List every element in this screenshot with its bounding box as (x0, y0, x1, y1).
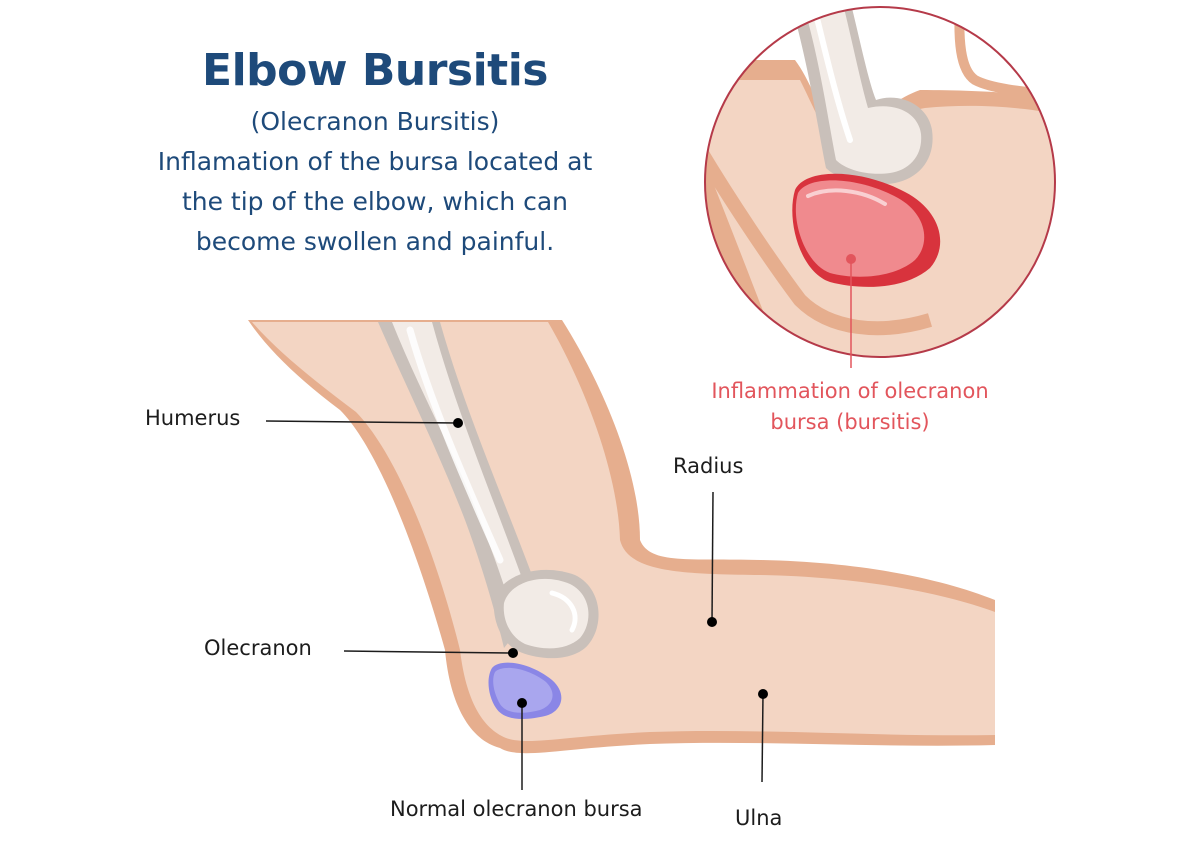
page-subtitle: (Olecranon Bursitis) (250, 107, 500, 136)
page-title: Elbow Bursitis (202, 45, 548, 96)
label-inflammation-line-1: Inflammation of olecranon (711, 379, 989, 403)
normal-bursa-fill (493, 667, 553, 713)
label-inflammation: Inflammation of olecranon bursa (bursiti… (690, 376, 1010, 438)
label-inflammation-line-2: bursa (bursitis) (770, 410, 930, 434)
inset-humerus-highlight (812, 7, 853, 143)
label-radius: Radius (673, 454, 744, 478)
description-line-3: become swollen and painful. (195, 227, 555, 256)
inset-corner-outline (954, 7, 1055, 100)
zoom-circle-border (704, 6, 1056, 358)
label-ulna: Ulna (735, 806, 783, 830)
label-olecranon: Olecranon (204, 636, 312, 660)
zoom-inset (704, 6, 1056, 368)
radius-dot (707, 617, 717, 627)
ulna-dot (758, 689, 768, 699)
inflamed-bursa-fill (795, 180, 925, 277)
olecranon-leader (343, 650, 514, 654)
olecranon-dot (508, 648, 518, 658)
condyle-highlight (549, 590, 578, 633)
description-line-2: the tip of the elbow, which can (181, 187, 569, 216)
label-normal-bursa: Normal olecranon bursa (390, 797, 643, 821)
humerus-dot (453, 418, 463, 428)
inflamed-bursa-highlight (806, 188, 887, 206)
ulna-leader (761, 693, 764, 783)
humerus-condyle (503, 578, 589, 649)
radius-leader (711, 491, 714, 623)
inset-inner-outline (705, 146, 933, 336)
description-line-1: Inflamation of the bursa located at (157, 147, 593, 176)
humerus-leader (265, 420, 459, 424)
normal-bursa-dot (517, 698, 527, 708)
main-callouts (265, 418, 768, 790)
inset-humerus (802, 7, 922, 174)
humerus-highlight (406, 326, 504, 564)
normal-bursa (488, 662, 562, 719)
label-humerus: Humerus (145, 406, 241, 430)
humerus-bone (378, 322, 599, 659)
header-block: Elbow Bursitis (Olecranon Bursitis) Infl… (95, 40, 655, 262)
